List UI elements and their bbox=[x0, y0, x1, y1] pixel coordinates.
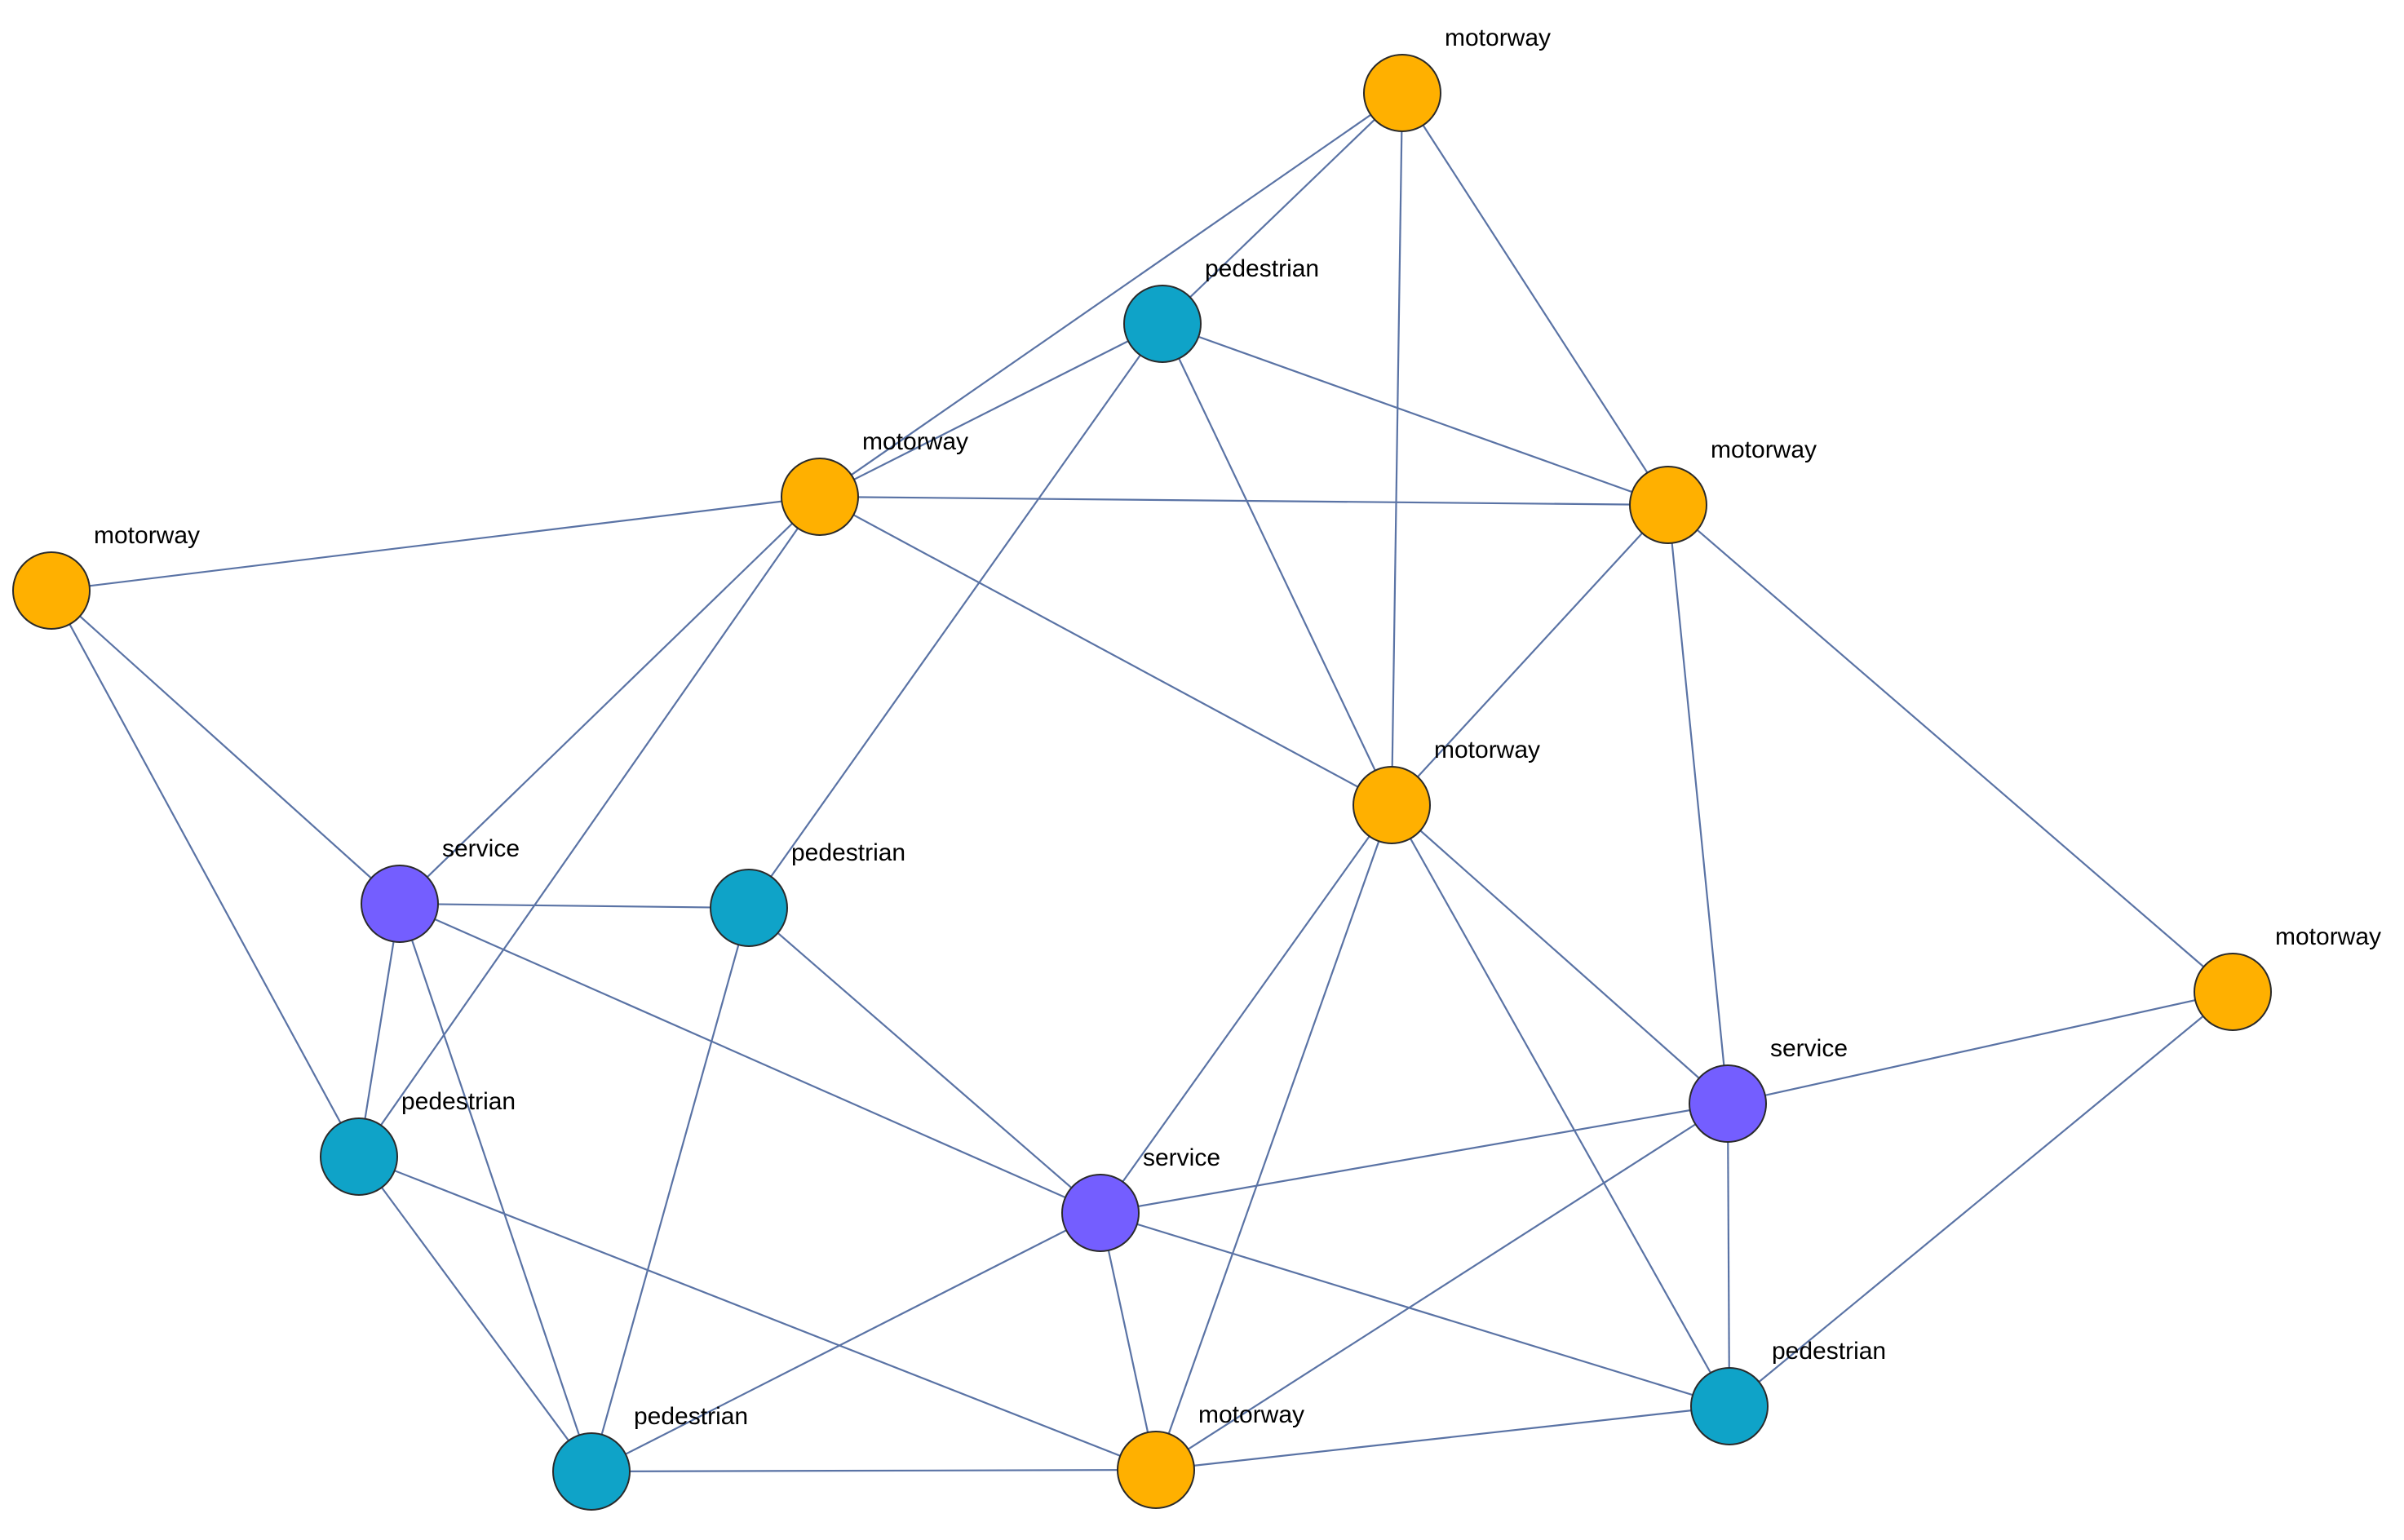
node-label: service bbox=[1143, 1144, 1220, 1171]
node-label: pedestrian bbox=[401, 1088, 516, 1115]
edge-n10-n12 bbox=[1100, 1102, 1729, 1215]
node-circle-pedestrian[interactable] bbox=[1123, 285, 1202, 363]
edge-n13-n15 bbox=[1155, 1405, 1730, 1471]
edge-n6-n13 bbox=[1391, 804, 1730, 1407]
edge-n4-n6 bbox=[1391, 504, 1669, 806]
node-circle-motorway[interactable] bbox=[12, 551, 91, 630]
node-circle-pedestrian[interactable] bbox=[1690, 1367, 1769, 1445]
edge-n6-n15 bbox=[1154, 804, 1393, 1471]
node-label: service bbox=[442, 835, 520, 862]
edge-n9-n10 bbox=[1727, 990, 2234, 1105]
node-circle-pedestrian[interactable] bbox=[552, 1432, 631, 1511]
node-circle-motorway[interactable] bbox=[1353, 766, 1431, 844]
edge-n3-n5 bbox=[51, 495, 821, 592]
node-circle-motorway[interactable] bbox=[1363, 54, 1441, 132]
edge-n14-n15 bbox=[591, 1468, 1157, 1473]
node-circle-motorway[interactable] bbox=[781, 458, 859, 536]
node-circle-motorway[interactable] bbox=[1629, 466, 1707, 544]
node-pedestrian[interactable]: pedestrian bbox=[552, 1403, 748, 1511]
edge-n10-n13 bbox=[1726, 1103, 1731, 1407]
edge-n6-n12 bbox=[1100, 804, 1392, 1214]
edge-n7-n11 bbox=[357, 903, 401, 1157]
node-motorway[interactable]: motorway bbox=[1629, 436, 1817, 544]
edge-n12-n14 bbox=[591, 1212, 1101, 1472]
edge-n2-n8 bbox=[748, 323, 1163, 909]
edge-n11-n15 bbox=[358, 1155, 1157, 1471]
edge-n7-n14 bbox=[398, 903, 593, 1472]
node-pedestrian[interactable]: pedestrian bbox=[710, 839, 905, 947]
edges-layer bbox=[51, 92, 2234, 1473]
node-service[interactable]: service bbox=[1689, 1035, 1848, 1143]
node-label: pedestrian bbox=[791, 839, 905, 866]
edge-n1-n4 bbox=[1401, 92, 1669, 506]
node-label: pedestrian bbox=[634, 1403, 748, 1430]
edge-n1-n6 bbox=[1390, 92, 1404, 806]
edge-n12-n13 bbox=[1100, 1211, 1730, 1408]
node-label: motorway bbox=[1445, 24, 1551, 51]
node-label: motorway bbox=[862, 428, 968, 455]
node-pedestrian[interactable]: pedestrian bbox=[1123, 255, 1319, 363]
node-motorway[interactable]: motorway bbox=[2194, 923, 2381, 1031]
node-label: motorway bbox=[1711, 436, 1817, 463]
node-circle-service[interactable] bbox=[1689, 1064, 1767, 1143]
edge-n5-n11 bbox=[51, 590, 360, 1157]
edge-n3-n7 bbox=[399, 496, 821, 905]
edge-n7-n8 bbox=[399, 902, 750, 909]
edge-n3-n6 bbox=[819, 496, 1392, 806]
edge-n7-n12 bbox=[399, 902, 1101, 1215]
edge-n1-n2 bbox=[1162, 92, 1403, 325]
node-service[interactable]: service bbox=[361, 835, 520, 943]
edge-n4-n9 bbox=[1667, 504, 2234, 993]
edge-n3-n4 bbox=[819, 495, 1669, 507]
node-label: motorway bbox=[2275, 923, 2381, 950]
edge-n8-n12 bbox=[748, 907, 1101, 1214]
node-service[interactable]: service bbox=[1061, 1144, 1220, 1252]
node-circle-motorway[interactable] bbox=[2194, 953, 2272, 1031]
node-circle-service[interactable] bbox=[1061, 1174, 1140, 1252]
node-circle-motorway[interactable] bbox=[1117, 1431, 1195, 1509]
edge-n9-n13 bbox=[1729, 991, 2234, 1407]
nodes-layer: motorway pedestrian motorway motorway motorw… bbox=[12, 24, 2381, 1511]
edge-n2-n3 bbox=[819, 323, 1163, 498]
edge-n4-n10 bbox=[1667, 504, 1729, 1104]
edge-n3-n11 bbox=[358, 496, 821, 1157]
node-label: service bbox=[1770, 1035, 1848, 1062]
node-label: motorway bbox=[94, 522, 200, 549]
node-pedestrian[interactable]: pedestrian bbox=[320, 1088, 516, 1196]
edge-n2-n4 bbox=[1162, 322, 1669, 507]
node-label: pedestrian bbox=[1772, 1338, 1886, 1365]
edge-n11-n14 bbox=[358, 1156, 592, 1472]
node-motorway[interactable]: motorway bbox=[781, 428, 968, 536]
node-label: pedestrian bbox=[1205, 255, 1319, 282]
edge-n8-n14 bbox=[590, 907, 750, 1472]
node-motorway[interactable]: motorway bbox=[1353, 737, 1540, 844]
node-circle-service[interactable] bbox=[361, 865, 439, 943]
node-label: motorway bbox=[1198, 1401, 1304, 1428]
node-motorway[interactable]: motorway bbox=[1363, 24, 1551, 132]
edge-n2-n6 bbox=[1162, 323, 1392, 806]
node-motorway[interactable]: motorway bbox=[1117, 1401, 1304, 1509]
edge-n5-n7 bbox=[51, 590, 401, 905]
node-motorway[interactable]: motorway bbox=[12, 522, 200, 630]
edge-n1-n3 bbox=[819, 92, 1403, 498]
node-circle-pedestrian[interactable] bbox=[710, 869, 788, 947]
edge-n6-n10 bbox=[1391, 804, 1729, 1104]
node-label: motorway bbox=[1434, 737, 1540, 763]
edge-n12-n15 bbox=[1099, 1212, 1158, 1471]
node-circle-pedestrian[interactable] bbox=[320, 1117, 398, 1196]
edge-n10-n15 bbox=[1155, 1103, 1729, 1471]
node-pedestrian[interactable]: pedestrian bbox=[1690, 1338, 1886, 1445]
